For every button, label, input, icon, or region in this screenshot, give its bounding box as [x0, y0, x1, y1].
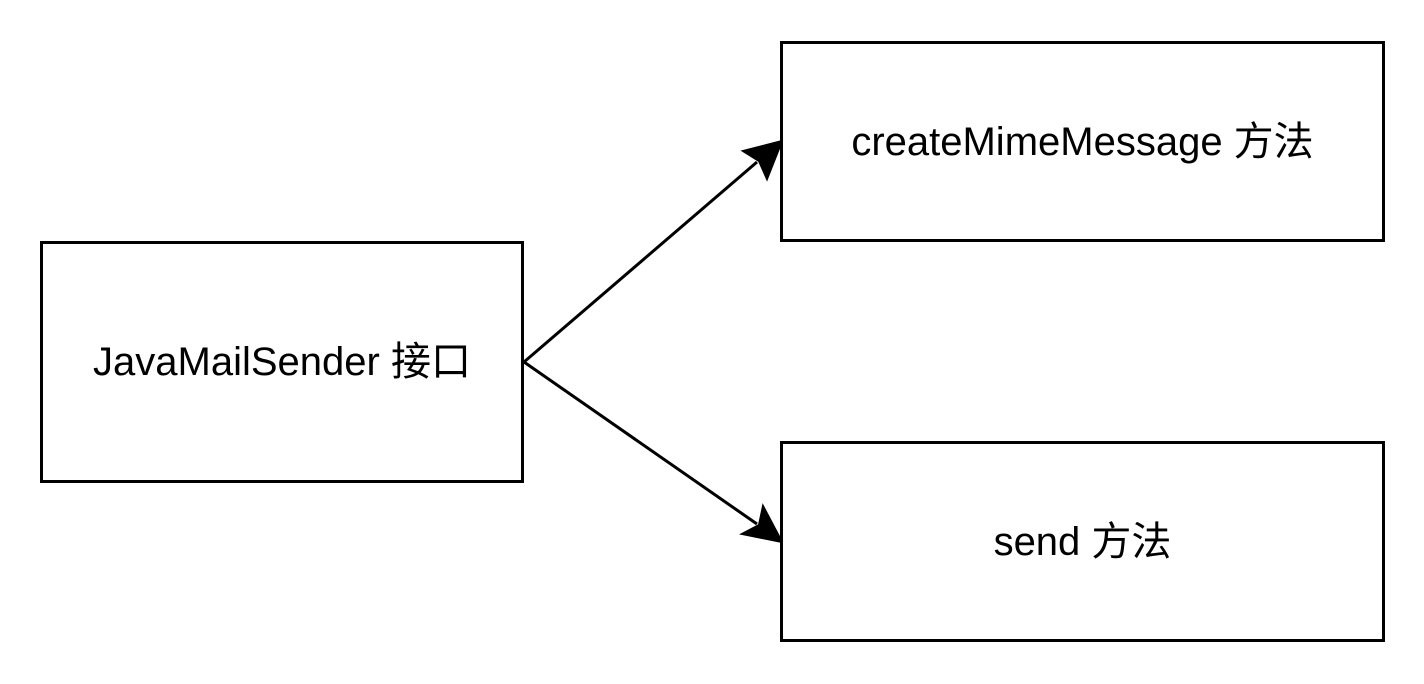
edge-line	[523, 360, 758, 526]
javamailsender-interface-node: JavaMailSender 接口	[40, 241, 524, 483]
edge-to-send	[523, 360, 784, 544]
node-label: JavaMailSender 接口	[93, 340, 471, 384]
edge-to-create-mime-message	[523, 139, 784, 364]
node-label: send 方法	[993, 519, 1172, 564]
edge-line	[523, 160, 758, 364]
create-mime-message-method-node: createMimeMessage 方法	[780, 41, 1385, 242]
arrowhead-icon	[739, 503, 784, 544]
node-label: createMimeMessage 方法	[851, 119, 1314, 164]
arrowhead-icon	[740, 139, 784, 182]
send-method-node: send 方法	[780, 441, 1385, 642]
